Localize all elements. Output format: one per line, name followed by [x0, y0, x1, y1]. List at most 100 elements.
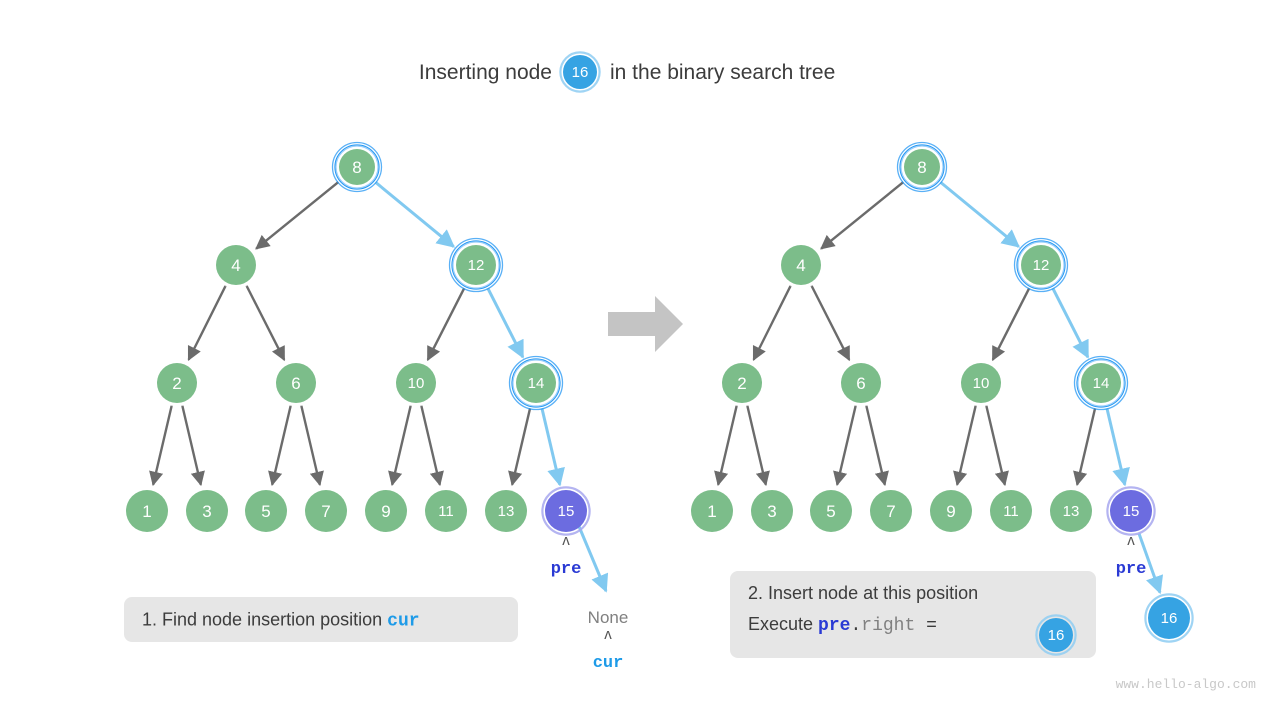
caption-segment: cur [387, 612, 419, 632]
node-value-label: 1 [142, 502, 151, 521]
tree-node-8[interactable]: 8 [896, 141, 948, 193]
node-disc [1039, 618, 1073, 652]
tree-edge [420, 405, 444, 487]
pointer-caret: ʌ [562, 532, 570, 549]
node-value-label: 15 [558, 503, 575, 520]
tree-node-15[interactable]: 15 [1106, 486, 1156, 536]
node-highlight-ring-outer [448, 237, 504, 293]
tree-node-4[interactable]: 4 [212, 241, 260, 289]
tree-edge [833, 405, 857, 487]
tree-node-9[interactable]: 9 [361, 486, 411, 536]
node-value-label: 15 [1123, 503, 1140, 520]
tree-node-3[interactable]: 3 [747, 486, 797, 536]
node-disc [990, 490, 1032, 532]
node-value-label: 9 [946, 502, 955, 521]
title-node-16[interactable]: 16 [559, 51, 601, 93]
tree-node-3[interactable]: 3 [182, 486, 232, 536]
node-highlight-ring-outer [331, 141, 383, 193]
tree-node-6[interactable]: 6 [272, 359, 320, 407]
tree-node-12[interactable]: 12 [1013, 237, 1069, 293]
tree-node-7[interactable]: 7 [866, 486, 916, 536]
node-outline [301, 486, 351, 536]
caption-segment: 2. Insert node at this position [748, 583, 978, 603]
node-outline [1046, 486, 1096, 536]
node-disc [751, 490, 793, 532]
tree-node-14[interactable]: 14 [508, 355, 564, 411]
tree-node-2[interactable]: 2 [153, 359, 201, 407]
node-disc [781, 245, 821, 285]
node-outline [747, 486, 797, 536]
tree-node-16[interactable]: 16 [1144, 593, 1194, 643]
tree-node-2[interactable]: 2 [718, 359, 766, 407]
node-outline [272, 359, 320, 407]
tree-node-13[interactable]: 13 [481, 486, 531, 536]
tree-node-7[interactable]: 7 [301, 486, 351, 536]
tree-edge [374, 181, 456, 248]
tree-edge [181, 405, 205, 487]
node-outline [541, 486, 591, 536]
node-value-label: 13 [1063, 503, 1080, 520]
node-highlight-ring-outer [508, 355, 564, 411]
node-highlight-ring-outer [1073, 355, 1129, 411]
node-value-label: 2 [737, 374, 746, 393]
tree-node-1[interactable]: 1 [122, 486, 172, 536]
tree-node-5[interactable]: 5 [241, 486, 291, 536]
node-value-label: 7 [321, 502, 330, 521]
tree-node-1[interactable]: 1 [687, 486, 737, 536]
node-disc [1050, 490, 1092, 532]
tree-edge [752, 285, 792, 362]
node-disc [456, 245, 496, 285]
node-disc [1110, 490, 1152, 532]
caption-segment: Execute [748, 614, 818, 634]
tree-node-10[interactable]: 10 [392, 359, 440, 407]
tree-node-13[interactable]: 13 [1046, 486, 1096, 536]
caption-background [124, 597, 518, 642]
node-disc [1021, 245, 1061, 285]
node-outline [1017, 241, 1065, 289]
node-value-label: 10 [408, 375, 425, 392]
node-value-label: 16 [572, 64, 589, 81]
node-disc [126, 490, 168, 532]
node-outline [1144, 593, 1194, 643]
caption-segment: . [850, 616, 861, 636]
node-disc [245, 490, 287, 532]
tree-node-15[interactable]: 15 [541, 486, 591, 536]
tree-edge [1105, 407, 1130, 487]
tree-node-9[interactable]: 9 [926, 486, 976, 536]
tree-node-10[interactable]: 10 [957, 359, 1005, 407]
node-disc [216, 245, 256, 285]
tree-node-4[interactable]: 4 [777, 241, 825, 289]
tree-node-8[interactable]: 8 [331, 141, 383, 193]
tree-edge [300, 405, 324, 487]
node-disc [485, 490, 527, 532]
tree-node-14[interactable]: 14 [1073, 355, 1129, 411]
tree-node-11[interactable]: 11 [986, 486, 1036, 536]
node-disc [1148, 597, 1190, 639]
node-disc [563, 55, 597, 89]
node-disc [722, 363, 762, 403]
node-disc [425, 490, 467, 532]
node-disc [157, 363, 197, 403]
tree-node-5[interactable]: 5 [806, 486, 856, 536]
caption-step-1: 1. Find node insertion position cur [124, 597, 518, 642]
node-value-label: 10 [973, 375, 990, 392]
node-outline [212, 241, 260, 289]
node-value-label: 14 [528, 375, 545, 392]
node-outline [335, 145, 379, 189]
caption-inline-node[interactable]: 16 [1035, 614, 1077, 656]
node-outline [806, 486, 856, 536]
node-value-label: 13 [498, 503, 515, 520]
tree-edge [540, 407, 565, 487]
tree-node-6[interactable]: 6 [837, 359, 885, 407]
tree-node-11[interactable]: 11 [421, 486, 471, 536]
node-outline [512, 359, 560, 407]
tree-node-12[interactable]: 12 [448, 237, 504, 293]
tree-before [149, 181, 609, 593]
node-disc [186, 490, 228, 532]
tree-edge [1073, 408, 1097, 487]
